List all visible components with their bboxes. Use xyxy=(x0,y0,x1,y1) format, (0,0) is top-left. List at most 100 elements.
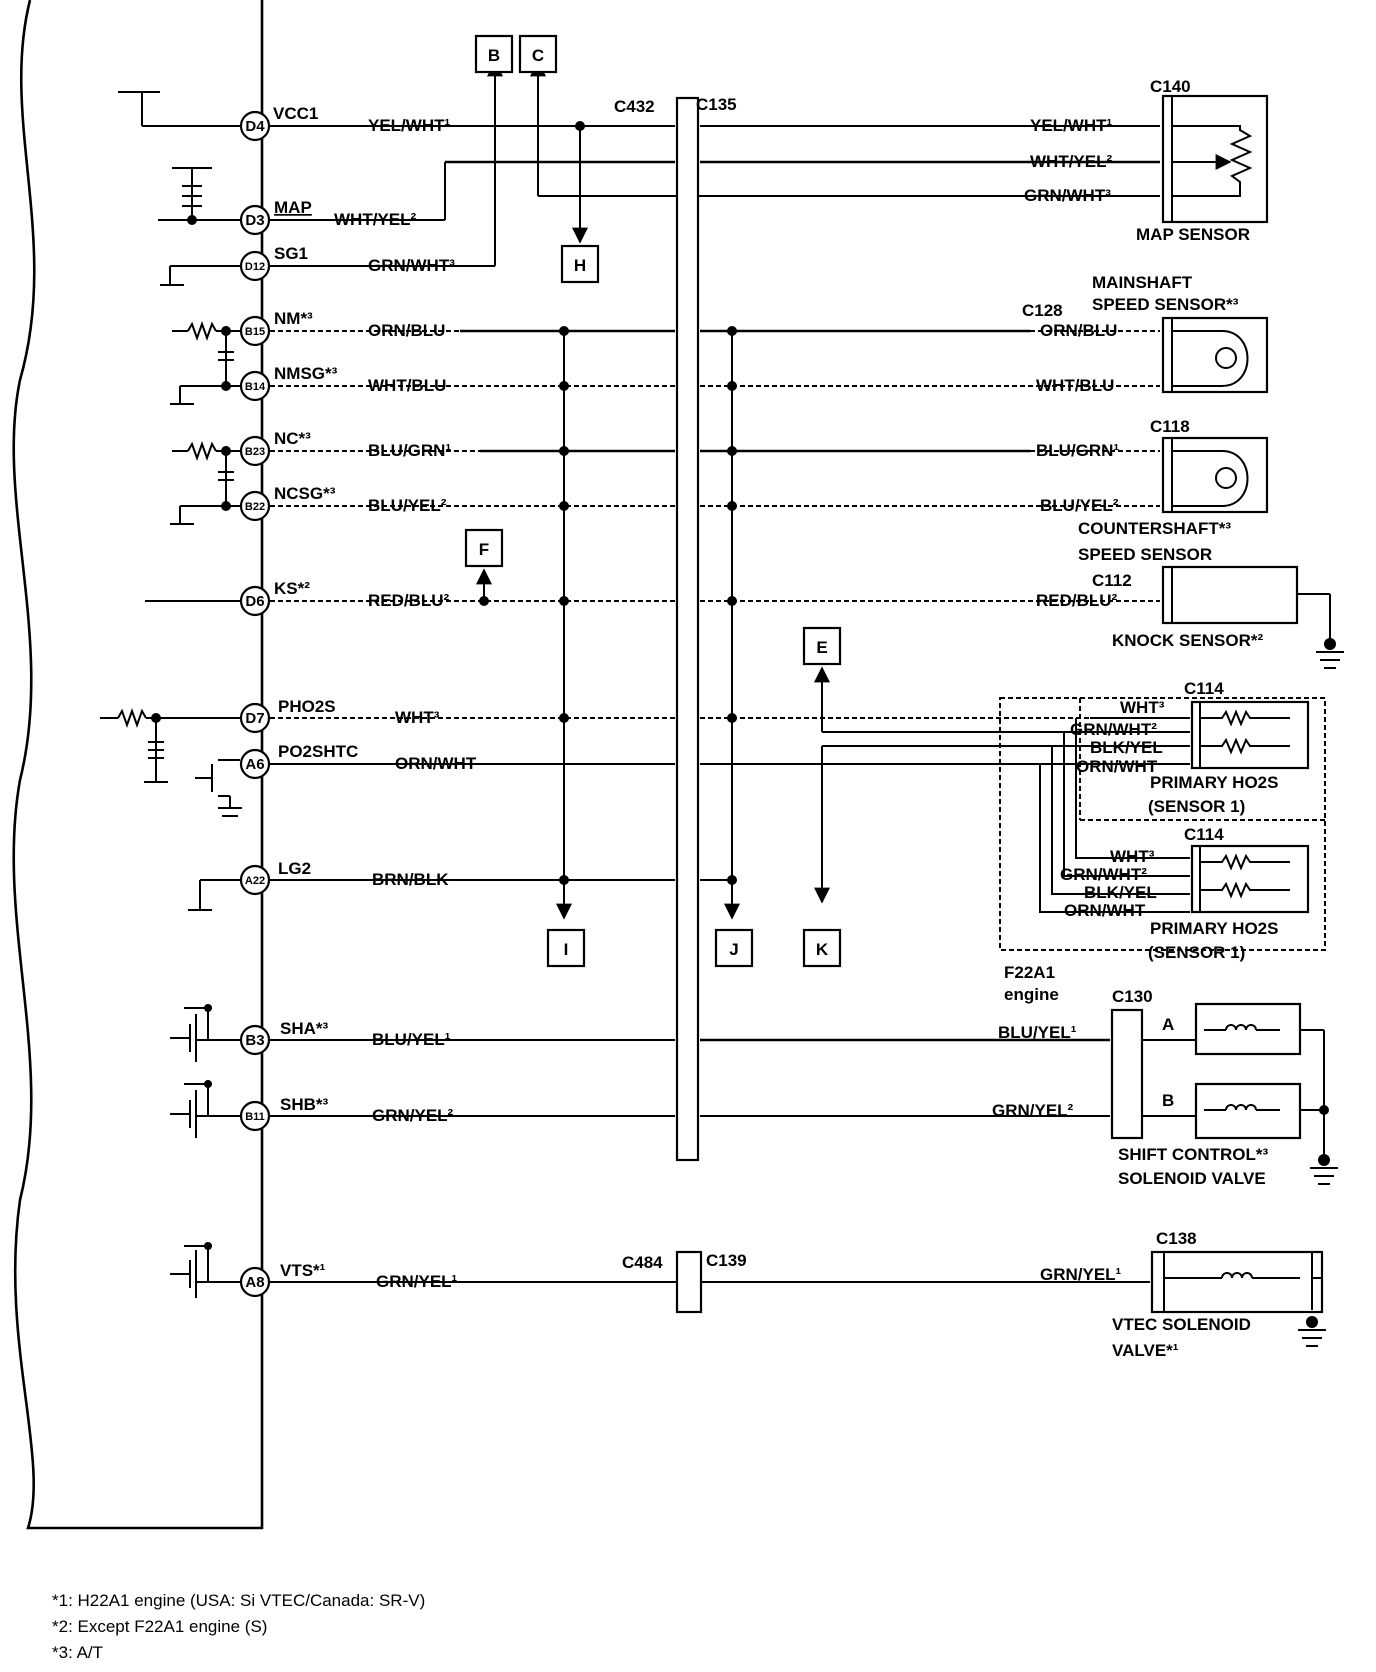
pin-b23-label: B23 xyxy=(245,446,265,458)
ref-box-f xyxy=(464,528,504,568)
connector-c118: C118 xyxy=(1150,417,1190,436)
wire-orn-blu-left: ORN/BLU xyxy=(368,321,445,340)
pin-d6 xyxy=(239,585,271,617)
wire-orn-blu-right: ORN/BLU xyxy=(1040,321,1117,340)
countershaft-sensor-box xyxy=(1161,436,1269,514)
ecm-outline xyxy=(12,0,264,1530)
pin-d12 xyxy=(239,250,271,282)
connector-c128: C128 xyxy=(1022,301,1063,320)
pin-d7-label: D7 xyxy=(245,710,264,727)
vtec-label-1: VTEC SOLENOID xyxy=(1112,1315,1251,1334)
solenoid-a-label: A xyxy=(1162,1015,1174,1034)
wire-red-blu2-right: RED/BLU² xyxy=(1036,591,1118,610)
knock-sensor-box xyxy=(1161,565,1299,625)
connector-c114-1: C114 xyxy=(1184,679,1224,698)
circuit-nc xyxy=(172,441,1160,506)
pin-b23 xyxy=(239,435,271,467)
pin-a8 xyxy=(239,1266,271,1298)
wire-grn-yel1-right: GRN/YEL¹ xyxy=(1040,1265,1122,1284)
ho2s1-sensor-label: (SENSOR 1) xyxy=(1148,797,1245,816)
label-sg1: SG1 xyxy=(274,244,308,263)
connector-c484: C484 xyxy=(622,1253,663,1272)
circuit-lg2 xyxy=(188,879,732,911)
wire-grn-wht3-right: GRN/WHT³ xyxy=(1024,186,1111,205)
wire-wht3-right-2: WHT³ xyxy=(1110,847,1155,866)
footnotes: *1: H22A1 engine (USA: Si VTEC/Canada: S… xyxy=(52,1588,425,1666)
wire-yel-wht1-right: YEL/WHT¹ xyxy=(1030,116,1112,135)
mainshaft-label-1: MAINSHAFT xyxy=(1092,273,1193,292)
connector-c140: C140 xyxy=(1150,77,1191,96)
circuit-vts xyxy=(170,1242,1150,1298)
label-pho2s: PHO2S xyxy=(278,697,336,716)
wire-grn-wht2-right-2: GRN/WHT² xyxy=(1060,865,1147,884)
wire-grn-yel2-right: GRN/YEL² xyxy=(992,1101,1074,1120)
wire-wht-yel2-left: WHT/YEL² xyxy=(334,210,416,229)
wire-wht3-left: WHT³ xyxy=(395,708,440,727)
map-sensor-label: MAP SENSOR xyxy=(1136,225,1250,244)
bus-j xyxy=(724,326,740,920)
circuit-sg1 xyxy=(160,60,1160,286)
shift-solenoid-valve xyxy=(1110,1002,1338,1185)
ref-f-label: F xyxy=(479,540,489,559)
label-nmsg: NMSG*³ xyxy=(274,364,338,383)
footnote-1: *1: H22A1 engine (USA: Si VTEC/Canada: S… xyxy=(52,1591,426,1610)
ho2s2-box xyxy=(1190,844,1310,914)
wire-grn-wht3-left: GRN/WHT³ xyxy=(368,256,455,275)
ref-j-label: J xyxy=(729,940,738,959)
pin-b14 xyxy=(239,370,271,402)
label-vcc1: VCC1 xyxy=(273,104,318,123)
circuit-nmsg xyxy=(170,381,1160,405)
wire-orn-wht-left: ORN/WHT xyxy=(395,754,477,773)
wire-orn-wht-right-1: ORN/WHT xyxy=(1076,757,1158,776)
pin-b3-label: B3 xyxy=(245,1032,264,1049)
pin-d6-label: D6 xyxy=(245,593,264,610)
pin-d4-label: D4 xyxy=(245,118,265,135)
connector-c114-2: C114 xyxy=(1184,825,1224,844)
pin-b3 xyxy=(239,1024,271,1056)
pin-b15 xyxy=(239,315,271,347)
pin-a22-label: A22 xyxy=(245,875,265,887)
vtec-solenoid-valve xyxy=(1150,1250,1326,1347)
connector-c484-c139-bar xyxy=(675,1250,703,1314)
ref-c-label: C xyxy=(532,46,544,65)
wire-grn-yel2-left: GRN/YEL² xyxy=(372,1106,454,1125)
ref-box-k xyxy=(802,928,842,968)
circuit-ncsg xyxy=(170,501,1160,525)
pin-b11 xyxy=(239,1100,271,1132)
countershaft-label-2: SPEED SENSOR xyxy=(1078,545,1212,564)
ref-h-label: H xyxy=(574,256,586,275)
wire-blu-yel2-right: BLU/YEL² xyxy=(1040,496,1119,515)
map-sensor-box xyxy=(1161,94,1269,224)
wire-grn-wht2-right-1: GRN/WHT² xyxy=(1070,720,1157,739)
ho2s1-label: PRIMARY HO2S xyxy=(1150,773,1278,792)
circuit-po2shtc xyxy=(195,759,1190,817)
pin-b22 xyxy=(239,490,271,522)
ho2s2-sensor-label: (SENSOR 1) xyxy=(1148,943,1245,962)
wire-wht-blu-right: WHT/BLU xyxy=(1036,376,1114,395)
label-lg2: LG2 xyxy=(278,859,311,878)
circuit-vcc1 xyxy=(118,91,1160,244)
circuit-pho2s xyxy=(100,708,1190,783)
pin-a6 xyxy=(239,748,271,780)
wire-yel-wht1-left: YEL/WHT¹ xyxy=(368,116,450,135)
label-nc: NC*³ xyxy=(274,429,311,448)
pin-a22 xyxy=(239,864,271,896)
wire-wht-blu-left: WHT/BLU xyxy=(368,376,446,395)
circuit-map xyxy=(158,160,1160,225)
label-sha: SHA*³ xyxy=(280,1019,329,1038)
wire-wht3-right-1: WHT³ xyxy=(1120,698,1165,717)
label-nm: NM*³ xyxy=(274,309,313,328)
shift-control-label-1: SHIFT CONTROL*³ xyxy=(1118,1145,1268,1164)
wire-blk-yel-right-2: BLK/YEL xyxy=(1084,883,1157,902)
connector-c138: C138 xyxy=(1156,1229,1197,1248)
wire-blu-yel1-left: BLU/YEL¹ xyxy=(372,1030,451,1049)
mainshaft-label-2: SPEED SENSOR*³ xyxy=(1092,295,1239,314)
ref-e-label: E xyxy=(816,638,827,657)
label-shb: SHB*³ xyxy=(280,1095,329,1114)
bus-i xyxy=(556,326,572,920)
label-vts: VTS*¹ xyxy=(280,1261,326,1280)
ho2s2-wiring xyxy=(1039,718,1190,913)
vtec-label-2: VALVE*¹ xyxy=(1112,1341,1179,1360)
ho2s1-box xyxy=(1190,700,1310,770)
